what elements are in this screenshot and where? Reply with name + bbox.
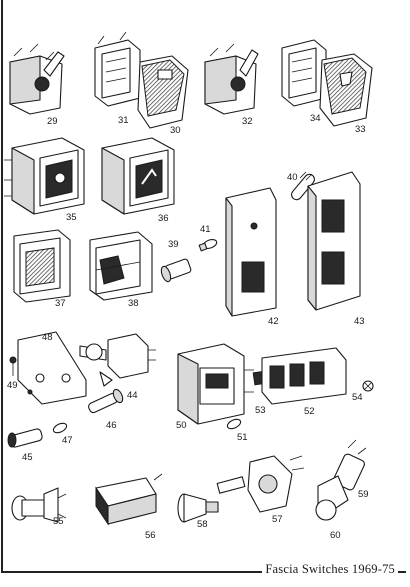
part-37-switch — [13, 229, 71, 303]
diagram-caption: Fascia Switches 1969-75 — [262, 562, 398, 577]
label-part-60: 60 — [330, 530, 341, 541]
label-part-59: 59 — [358, 489, 369, 500]
part-55-switch — [11, 487, 67, 523]
part-49-screw — [9, 356, 17, 376]
part-38-switch — [89, 231, 153, 301]
part-34-switch-body — [281, 39, 327, 107]
label-part-35: 35 — [66, 212, 77, 223]
label-part-51: 51 — [237, 432, 248, 443]
label-part-34: 34 — [310, 113, 321, 124]
label-part-45: 45 — [22, 452, 33, 463]
label-part-40: 40 — [287, 172, 298, 183]
part-29-toggle-switch — [9, 43, 65, 115]
part-58-knob — [177, 493, 219, 523]
label-part-53: 53 — [255, 405, 266, 416]
label-part-44: 44 — [127, 390, 138, 401]
part-41-bulb — [198, 238, 218, 252]
part-36-rocker-switch — [101, 137, 175, 215]
label-part-29: 29 — [47, 116, 58, 127]
part-46-lamp-holder — [88, 388, 124, 414]
part-54-screw — [362, 380, 374, 392]
part-50-switch — [177, 343, 254, 425]
part-44-toggle — [79, 333, 156, 387]
part-52-panel — [261, 347, 347, 405]
part-40-lamp — [291, 171, 315, 201]
part-32-toggle-switch — [204, 43, 259, 115]
label-part-56: 56 — [145, 530, 156, 541]
label-part-41: 41 — [200, 224, 211, 235]
part-33-rocker — [319, 53, 373, 127]
label-part-30: 30 — [170, 125, 181, 136]
label-part-36: 36 — [158, 213, 169, 224]
label-part-39: 39 — [168, 239, 179, 250]
label-part-47: 47 — [62, 435, 73, 446]
label-part-48: 48 — [42, 332, 53, 343]
part-43-panel — [307, 171, 361, 311]
part-47-bulb — [52, 422, 68, 434]
label-part-52: 52 — [304, 406, 315, 417]
part-42-panel — [225, 187, 277, 317]
label-part-54: 54 — [352, 392, 363, 403]
part-39-lamp-holder — [160, 258, 192, 283]
label-part-50: 50 — [176, 420, 187, 431]
part-60-knob — [315, 475, 349, 521]
label-part-57: 57 — [272, 514, 283, 525]
label-part-58: 58 — [197, 519, 208, 530]
label-part-38: 38 — [128, 298, 139, 309]
label-part-55: 55 — [53, 516, 64, 527]
part-57-switch — [216, 455, 305, 513]
part-51-bulb — [226, 418, 242, 430]
label-part-37: 37 — [55, 298, 66, 309]
label-part-46: 46 — [106, 420, 117, 431]
part-56-rocker — [95, 473, 163, 526]
frame-bottom-rule — [1, 571, 406, 573]
part-45-lamp-holder — [7, 428, 43, 448]
frame-left-rule — [1, 0, 3, 572]
part-30-rocker — [137, 55, 189, 129]
label-part-31: 31 — [118, 115, 129, 126]
part-48-bracket — [17, 331, 87, 405]
part-35-rocker-switch — [4, 137, 85, 215]
label-part-42: 42 — [268, 316, 279, 327]
label-part-32: 32 — [242, 116, 253, 127]
label-part-49: 49 — [7, 380, 18, 391]
part-31-switch-body — [94, 31, 141, 107]
label-part-33: 33 — [355, 124, 366, 135]
label-part-43: 43 — [354, 316, 365, 327]
